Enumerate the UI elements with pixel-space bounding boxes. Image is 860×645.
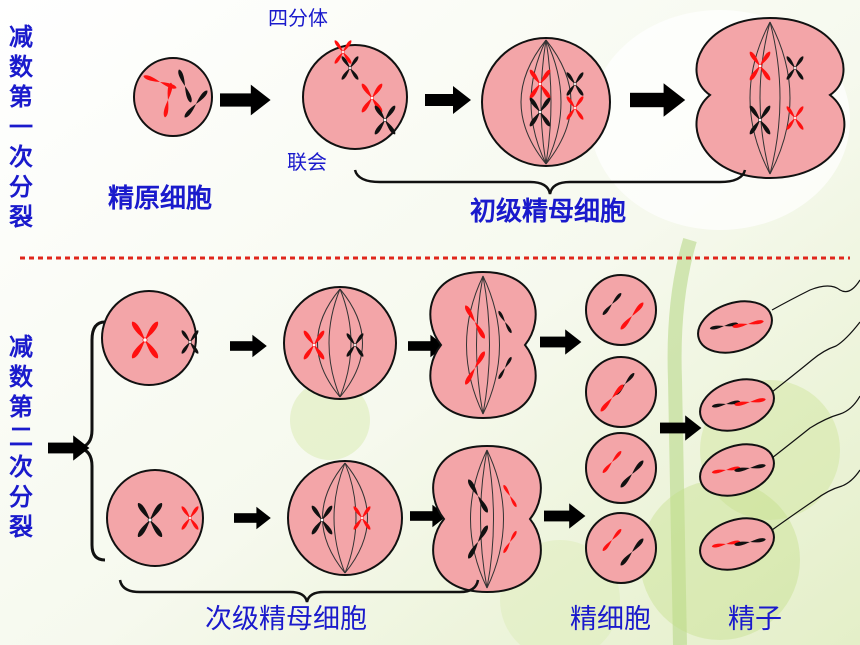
secondary-cell-a	[101, 290, 200, 386]
spermatogonium-cell	[133, 57, 213, 137]
spermatid-4	[585, 512, 657, 584]
sperm-1	[697, 279, 860, 354]
sperm-3	[699, 395, 860, 497]
arrow-a1	[230, 334, 267, 358]
spermatid-3	[585, 432, 657, 504]
meiosis-two-title: 减数第二次分裂	[9, 333, 33, 541]
arrow-to-sperm	[660, 415, 702, 441]
arrow-1	[220, 84, 271, 116]
meiosis2-brace	[79, 320, 106, 562]
spermatid-label: 精细胞	[570, 604, 651, 635]
sperm-2	[699, 321, 860, 432]
primary-spermatocyte-label: 初级精母细胞	[470, 197, 627, 227]
meiosis-one-title: 减数第一次分裂	[9, 23, 33, 231]
secondary-spermatocyte-label: 次级精母细胞	[205, 604, 367, 635]
synapsis-label: 联会	[287, 150, 327, 174]
secondary-metaphase-b	[287, 460, 403, 576]
arrow-3	[630, 83, 686, 117]
sperm-4	[699, 469, 860, 571]
secondary-cell-b	[106, 469, 204, 567]
primary-spermatocyte-anaphase	[695, 16, 846, 180]
secondary-metaphase-a	[283, 286, 397, 400]
synapsis-cell	[302, 39, 408, 150]
arrow-2	[425, 86, 471, 114]
primary-spermatocyte-metaphase	[481, 37, 611, 167]
arrow-b3	[544, 503, 586, 529]
spermatid-1	[585, 274, 657, 346]
spermatid-2	[585, 356, 657, 428]
secondary-anaphase-b	[432, 444, 542, 594]
secondary-brace	[118, 579, 480, 603]
primary-brace	[353, 169, 747, 195]
arrow-entry	[48, 435, 90, 461]
spermatogonium-label: 精原细胞	[108, 184, 213, 214]
arrow-b1	[234, 506, 271, 530]
secondary-anaphase-a	[429, 270, 537, 420]
sperm-label: 精子	[728, 604, 782, 635]
arrow-a3	[540, 329, 582, 355]
tetrad-label: 四分体	[268, 6, 328, 30]
